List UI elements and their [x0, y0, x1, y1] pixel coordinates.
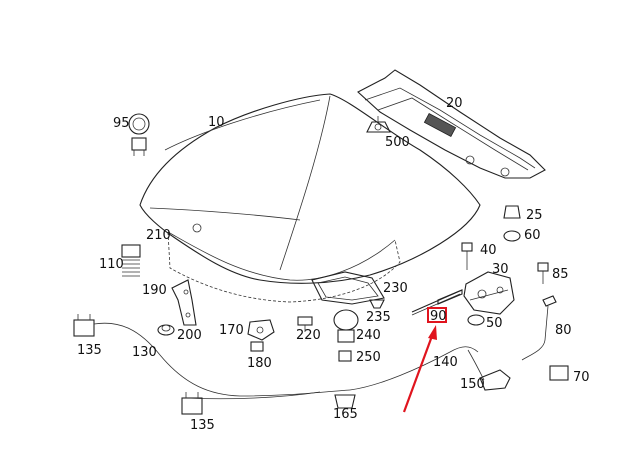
- label-220: 220: [296, 328, 321, 343]
- screw-part-40: [461, 242, 473, 270]
- label-135-lower: 135: [190, 418, 215, 433]
- label-140: 140: [433, 355, 458, 370]
- gas-strut-part-90: [411, 289, 463, 316]
- label-150: 150: [460, 377, 485, 392]
- grommet-part-200: [157, 324, 175, 336]
- label-165: 165: [333, 407, 358, 422]
- label-70: 70: [573, 370, 590, 385]
- buffer-part-240: [333, 309, 359, 343]
- screw-part-220: [297, 316, 313, 332]
- label-210: 210: [146, 228, 171, 243]
- cable-part-140: [349, 346, 479, 391]
- hinge-part-190: [171, 279, 197, 326]
- label-190: 190: [142, 283, 167, 298]
- release-lever-part-150: [467, 349, 511, 391]
- label-50: 50: [486, 316, 503, 331]
- hood-part-10: [139, 93, 481, 284]
- label-240: 240: [356, 328, 381, 343]
- connector-part-135-lower: [181, 392, 203, 415]
- emblem-part-95: [128, 113, 150, 156]
- cowl-panel-part-20: [357, 69, 546, 179]
- screw-part-235: [369, 299, 385, 309]
- screw-part-85: [537, 262, 549, 284]
- nut-part-180: [250, 341, 264, 352]
- label-10: 10: [208, 115, 225, 130]
- bumper-part-500: [366, 116, 391, 133]
- highlight-arrow: [402, 325, 437, 413]
- nut-part-250: [338, 350, 352, 362]
- label-80: 80: [555, 323, 572, 338]
- latch-spring-part-110: [121, 244, 141, 277]
- label-95: 95: [113, 116, 130, 131]
- label-30: 30: [492, 262, 509, 277]
- label-230: 230: [383, 281, 408, 296]
- handle-part-70: [549, 365, 569, 381]
- grommet-part-50: [467, 314, 485, 326]
- label-200: 200: [177, 328, 202, 343]
- label-40: 40: [480, 243, 497, 258]
- label-25: 25: [526, 208, 543, 223]
- nut-part-25: [503, 205, 521, 219]
- cable-part-80: [521, 295, 557, 361]
- label-135-upper: 135: [77, 343, 102, 358]
- bracket-part-170: [247, 319, 275, 341]
- gasket-part-230: [311, 271, 385, 305]
- label-250: 250: [356, 350, 381, 365]
- label-170: 170: [219, 323, 244, 338]
- connector-part-135-upper: [73, 314, 95, 337]
- label-110: 110: [99, 257, 124, 272]
- clip-part-165: [334, 394, 356, 409]
- label-85: 85: [552, 267, 569, 282]
- label-130: 130: [132, 345, 157, 360]
- hood-lock-part-30: [463, 271, 515, 315]
- buffer-part-60: [503, 230, 521, 242]
- label-500: 500: [385, 135, 410, 150]
- label-90: 90: [430, 309, 447, 324]
- label-180: 180: [247, 356, 272, 371]
- label-235: 235: [366, 310, 391, 325]
- label-90-highlight-box: [427, 307, 447, 323]
- label-60: 60: [524, 228, 541, 243]
- insulation-mat-part-210: [167, 231, 401, 303]
- label-20: 20: [446, 96, 463, 111]
